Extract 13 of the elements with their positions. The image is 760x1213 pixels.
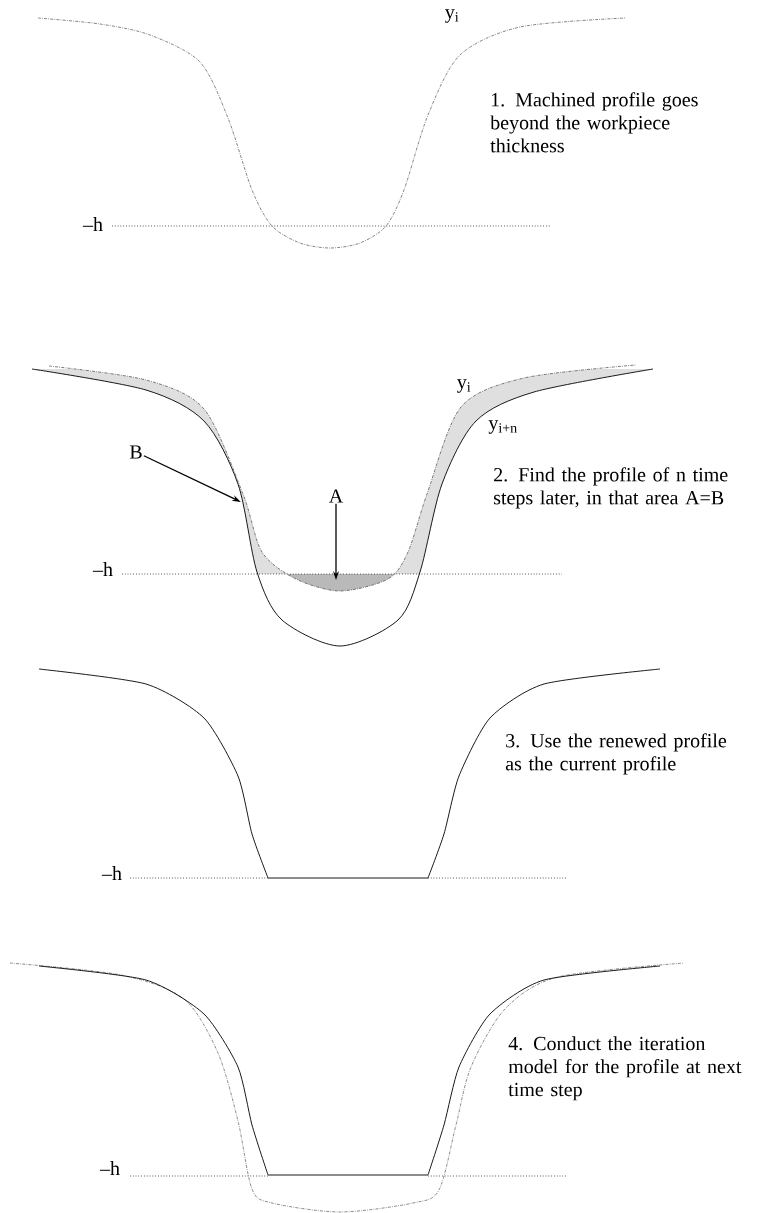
area-label: A: [328, 489, 344, 503]
depth-label: –h: [99, 1161, 120, 1175]
depth-label: –h: [82, 217, 103, 231]
step-text: 1. Machined profile goes beyond the workpiece thickness: [490, 92, 698, 153]
curve-label: y$_{i}$: [457, 379, 471, 393]
area-label: B: [129, 445, 142, 459]
depth-label: –h: [101, 866, 122, 880]
curve-label: y$_{i+n}$: [488, 420, 517, 434]
step-text: 2. Find the profile of n time steps later, in that area A=B: [494, 467, 728, 509]
curve-label: y$_{i}$: [445, 9, 459, 23]
step-text: 3. Use the renewed profile as the current profile: [505, 733, 727, 775]
step-text: 4. Conduct the iteration model for the profile at next time step: [508, 1036, 742, 1101]
depth-label: –h: [92, 562, 113, 576]
